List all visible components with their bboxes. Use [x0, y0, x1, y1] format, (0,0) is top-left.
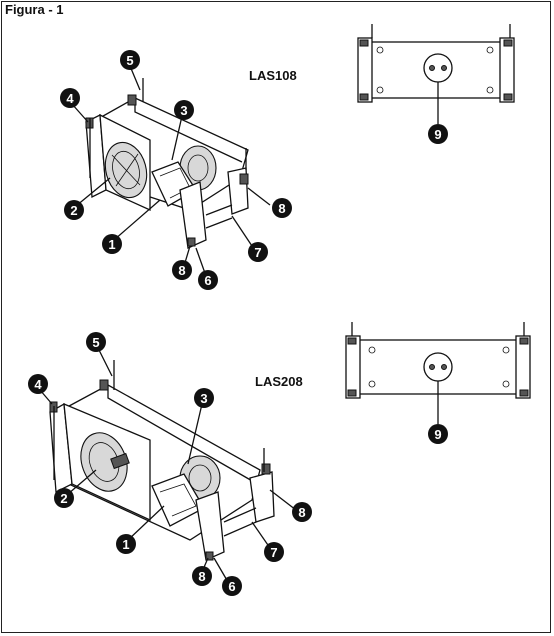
callout-4-top: 4: [60, 88, 80, 108]
callout-4-bottom-label: 4: [34, 377, 42, 392]
callout-8-top-right: 8: [272, 198, 292, 218]
las208-top-view: [345, 322, 531, 424]
callout-3-bottom: 3: [194, 388, 214, 408]
callout-1-bottom-label: 1: [122, 537, 129, 552]
las208-speaker-illustration: [49, 360, 275, 561]
callout-8-top-left-label: 8: [178, 263, 185, 278]
callout-5-bottom: 5: [86, 332, 106, 352]
callout-3-bottom-label: 3: [200, 391, 207, 406]
callout-5-top: 5: [120, 50, 140, 70]
callout-6-top-label: 6: [204, 273, 211, 288]
callout-2-top: 2: [64, 200, 84, 220]
callout-7-bottom-label: 7: [270, 545, 277, 560]
callout-5-bottom-label: 5: [92, 335, 99, 350]
callout-1-top-label: 1: [108, 237, 115, 252]
callout-8-top-left: 8: [172, 260, 192, 280]
model-label-las108: LAS108: [249, 68, 297, 83]
callout-8-bottom-right-label: 8: [298, 505, 305, 520]
callout-7-top: 7: [248, 242, 268, 262]
las108-speaker-illustration: [85, 78, 249, 249]
callout-1-top: 1: [102, 234, 122, 254]
callout-1-bottom: 1: [116, 534, 136, 554]
callout-9-bottom-label: 9: [434, 427, 441, 442]
figure-title: Figura - 1: [5, 2, 64, 17]
callout-8-bottom-left: 8: [192, 566, 212, 586]
callout-7-bottom: 7: [264, 542, 284, 562]
callout-5-top-label: 5: [126, 53, 133, 68]
callout-8-bottom-left-label: 8: [198, 569, 205, 584]
callout-8-bottom-right: 8: [292, 502, 312, 522]
callout-3-top-label: 3: [180, 103, 187, 118]
callout-6-bottom-label: 6: [228, 579, 235, 594]
callout-4-top-label: 4: [66, 91, 74, 106]
callout-2-top-label: 2: [70, 203, 77, 218]
callout-8-top-right-label: 8: [278, 201, 285, 216]
leader-lines: [39, 65, 297, 583]
model-label-las208: LAS208: [255, 374, 303, 389]
callout-9-bottom: 9: [428, 424, 448, 444]
callout-9-top-label: 9: [434, 127, 441, 142]
callout-9-top: 9: [428, 124, 448, 144]
callout-7-top-label: 7: [254, 245, 261, 260]
callout-2-bottom: 2: [54, 488, 74, 508]
callout-3-top: 3: [174, 100, 194, 120]
callout-6-bottom: 6: [222, 576, 242, 596]
las108-top-view: [357, 24, 515, 124]
callout-4-bottom: 4: [28, 374, 48, 394]
callout-6-top: 6: [198, 270, 218, 290]
callout-2-bottom-label: 2: [60, 491, 67, 506]
